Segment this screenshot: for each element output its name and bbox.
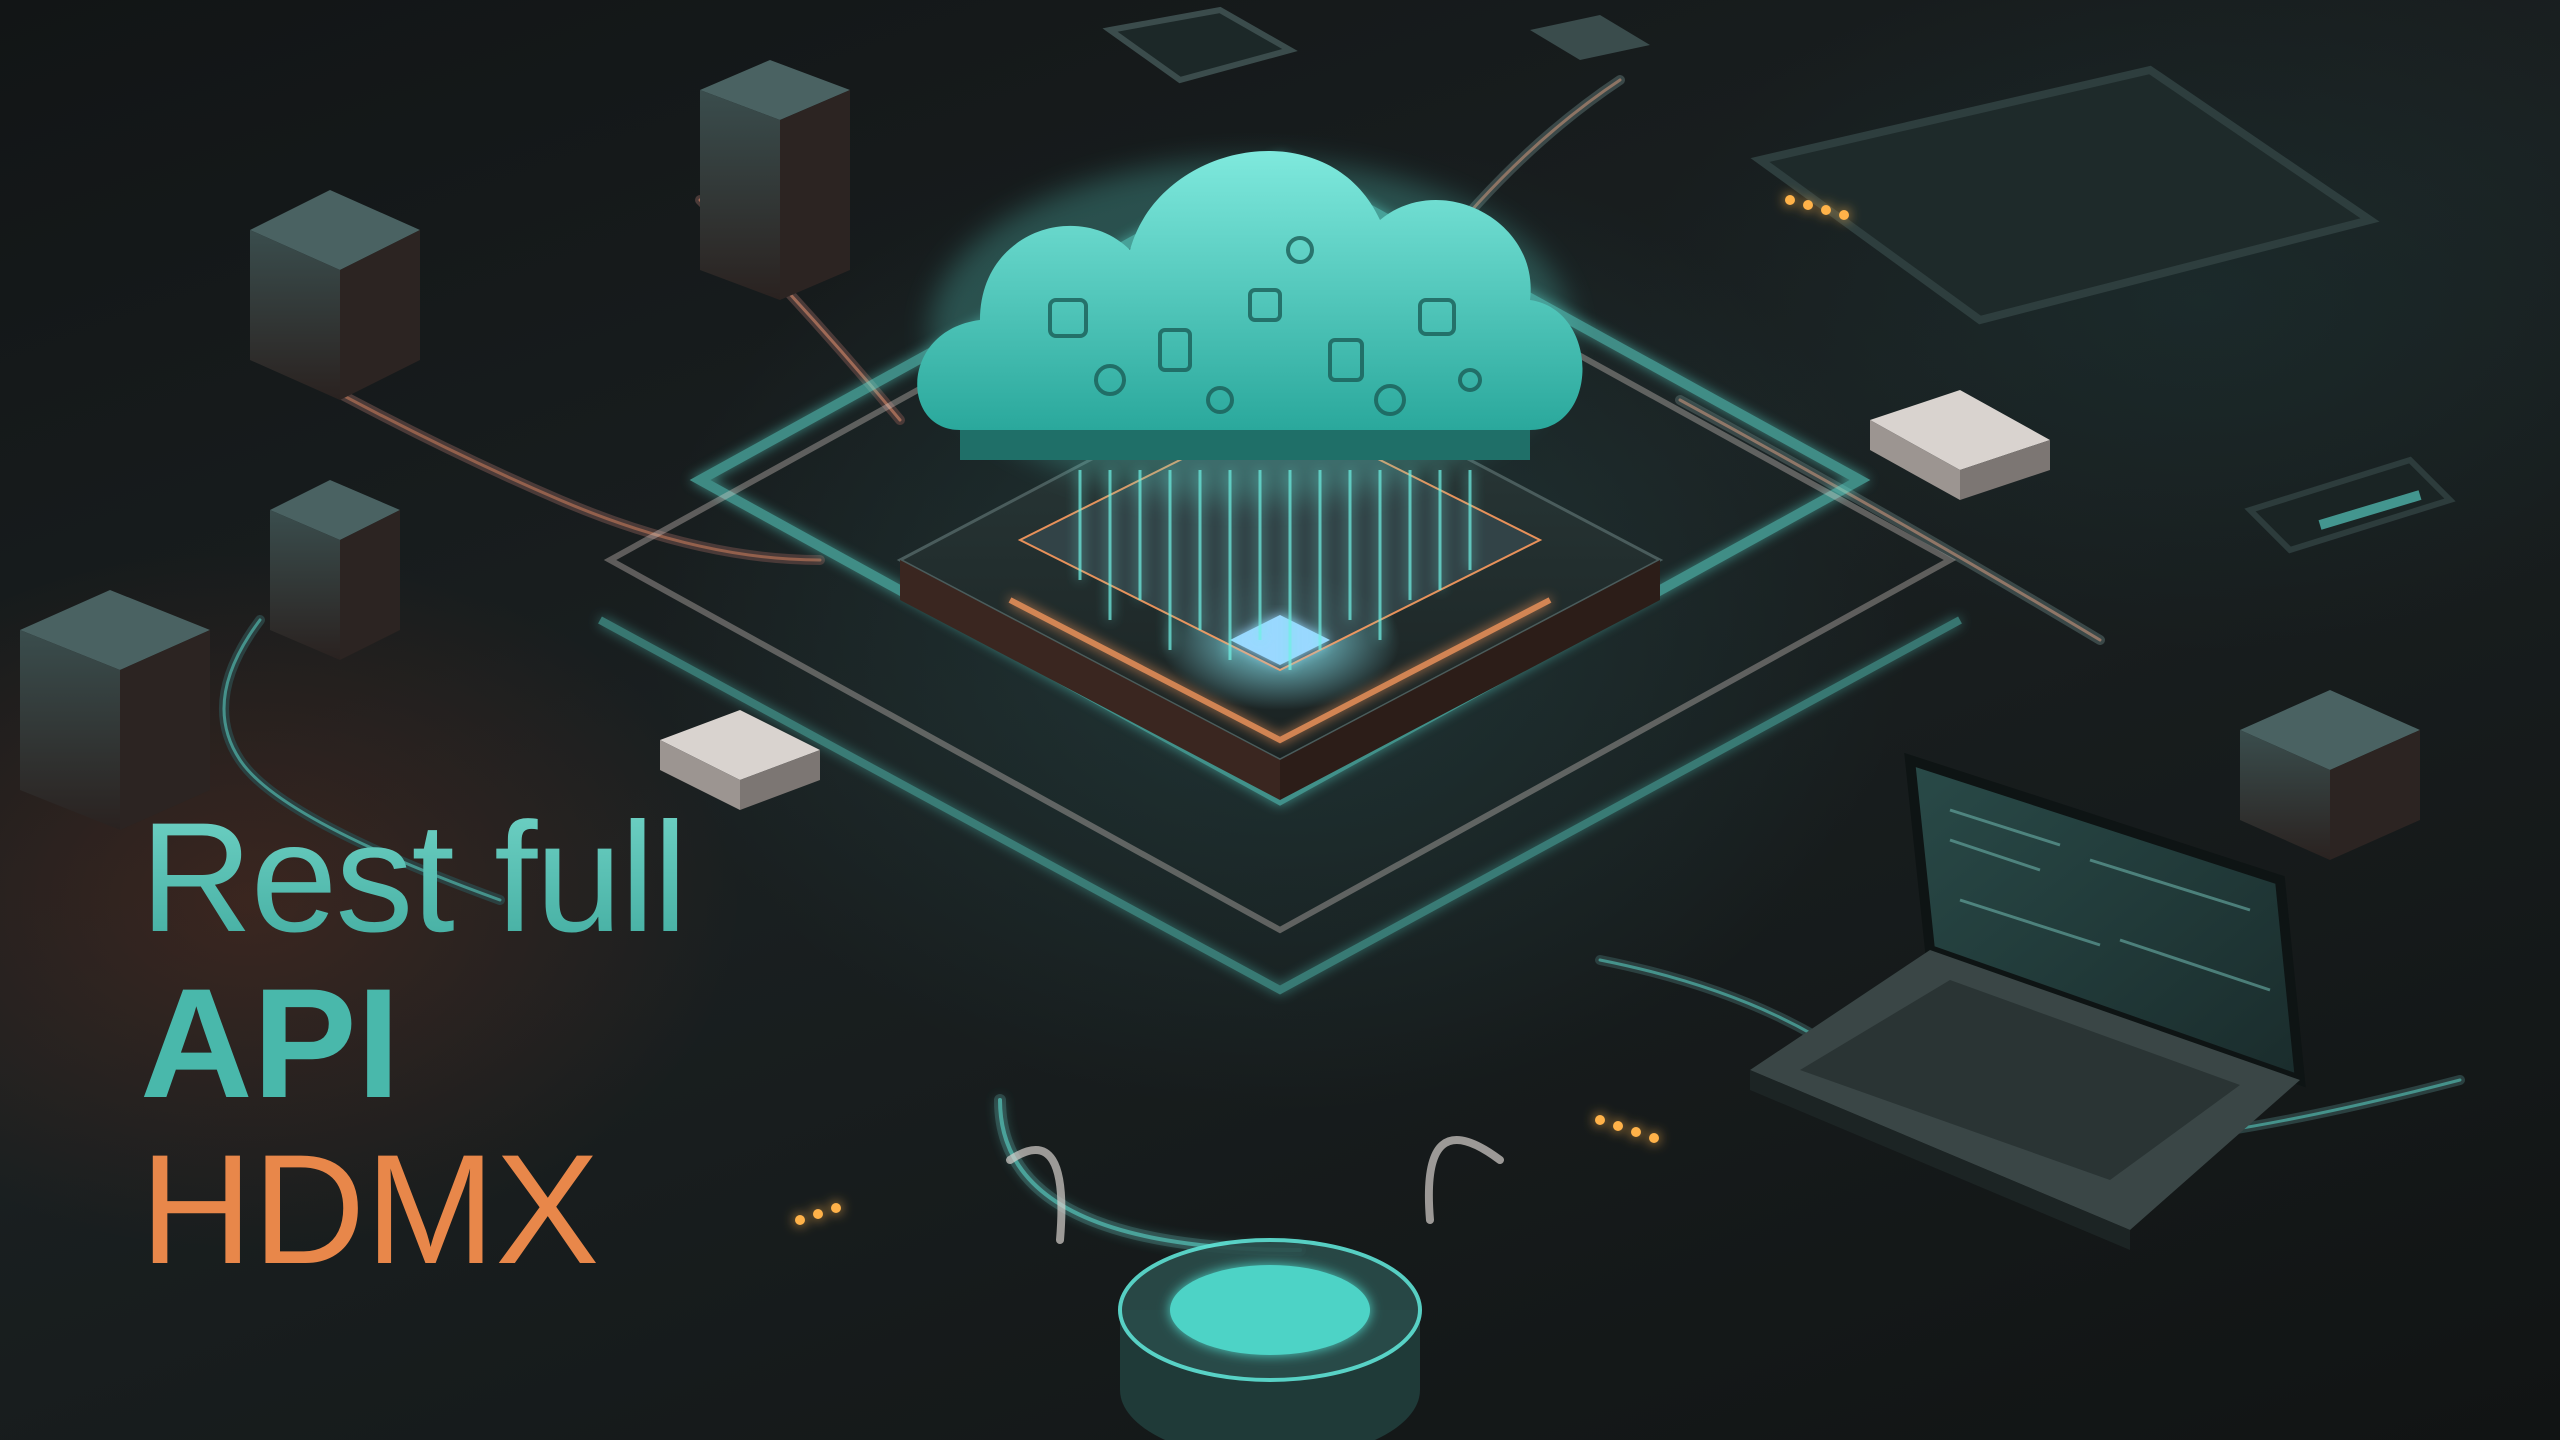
status-leds [795, 195, 1849, 1225]
cloud-icon [917, 150, 1583, 500]
headline-line-3: HDMX [140, 1123, 600, 1297]
router-icon [660, 6, 2050, 810]
server-rack-icon [20, 60, 2420, 860]
database-cylinder-icon [1118, 1238, 1422, 1440]
headline-line-2: API [140, 957, 401, 1131]
headline-line-1: Rest full [140, 800, 940, 970]
headline: Rest full API HDMX [140, 800, 940, 1302]
smartphone-icon [2244, 456, 2456, 554]
laptop-icon [1750, 752, 2306, 1250]
tablet-icon [1750, 65, 2380, 325]
